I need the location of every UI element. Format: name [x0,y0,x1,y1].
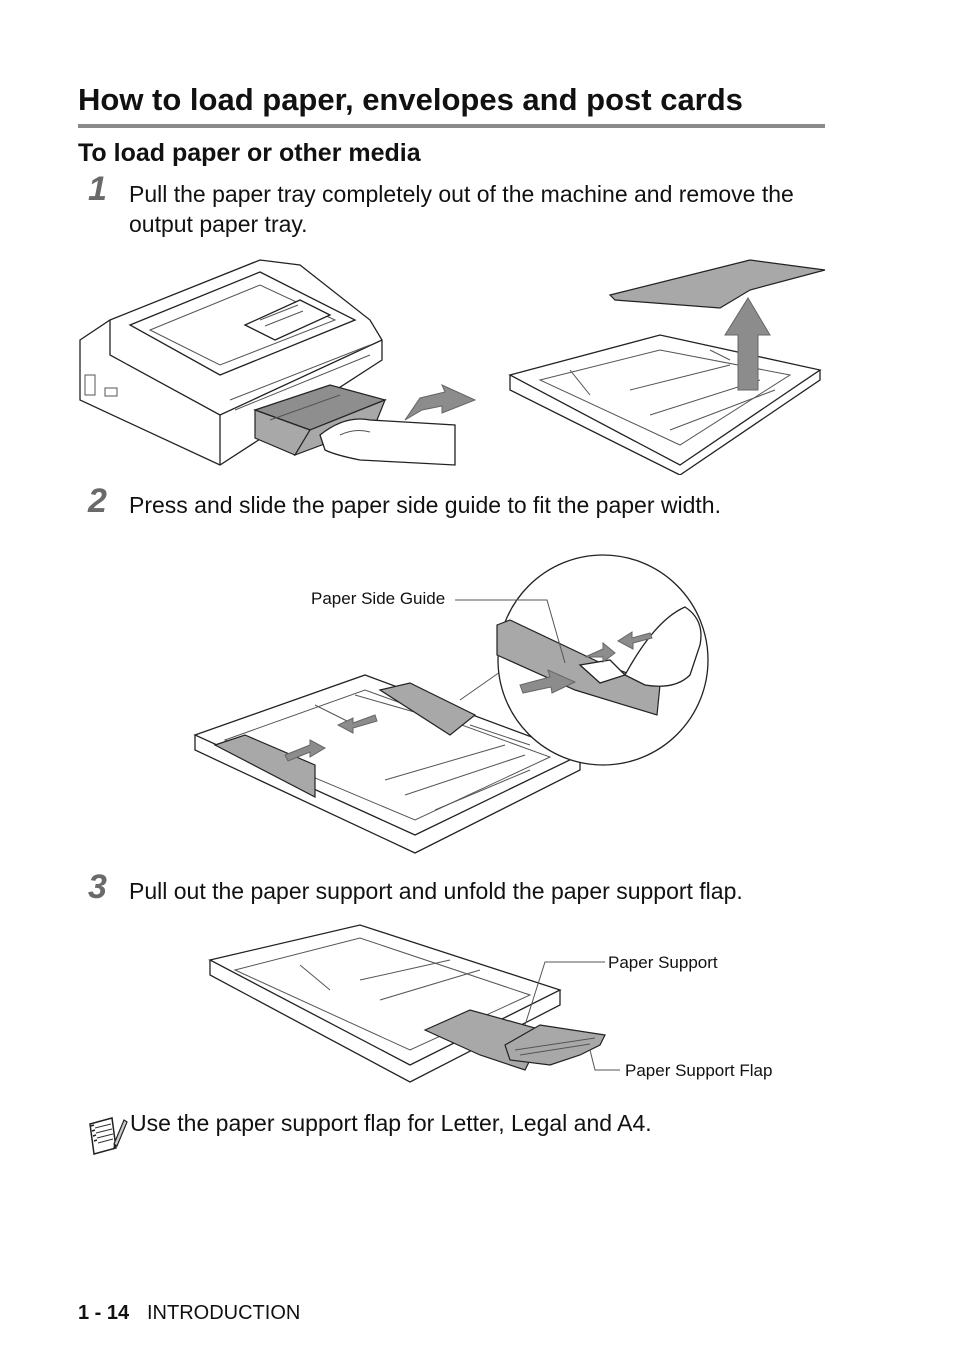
step-number-1: 1 [88,170,107,208]
title-rule [78,124,825,128]
note-text: Use the paper support flap for Letter, L… [130,1110,652,1136]
step-text-2: Press and slide the paper side guide to … [129,492,721,518]
callout-paper-side-guide: Paper Side Guide [311,589,446,608]
callout-paper-support-flap: Paper Support Flap [625,1061,773,1080]
illustration-side-guide [193,554,709,854]
page-title: How to load paper, envelopes and post ca… [78,82,743,117]
footer-page-number: 1 - 14 [78,1302,130,1324]
step-number-2: 2 [88,482,107,520]
step-text-3: Pull out the paper support and unfold th… [129,878,743,904]
step-text-1: Pull the paper tray completely out of th… [129,181,794,237]
callout-paper-support: Paper Support [608,953,718,972]
illustration-paper-support [208,924,620,1083]
footer-section-name: INTRODUCTION [147,1302,301,1324]
section-subtitle: To load paper or other media [78,139,421,167]
step-number-3: 3 [88,868,107,906]
note-pad-pencil-icon [89,1117,128,1155]
illustration-remove-tray [79,259,826,475]
